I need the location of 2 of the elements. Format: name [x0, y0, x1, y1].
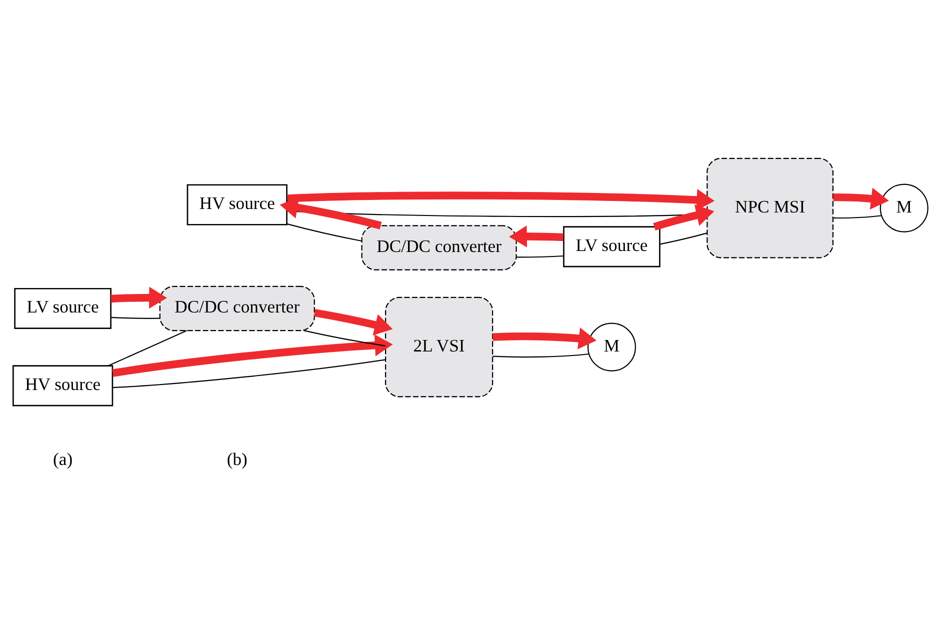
label: (b) — [226, 448, 248, 468]
label: (a) — [53, 448, 73, 468]
